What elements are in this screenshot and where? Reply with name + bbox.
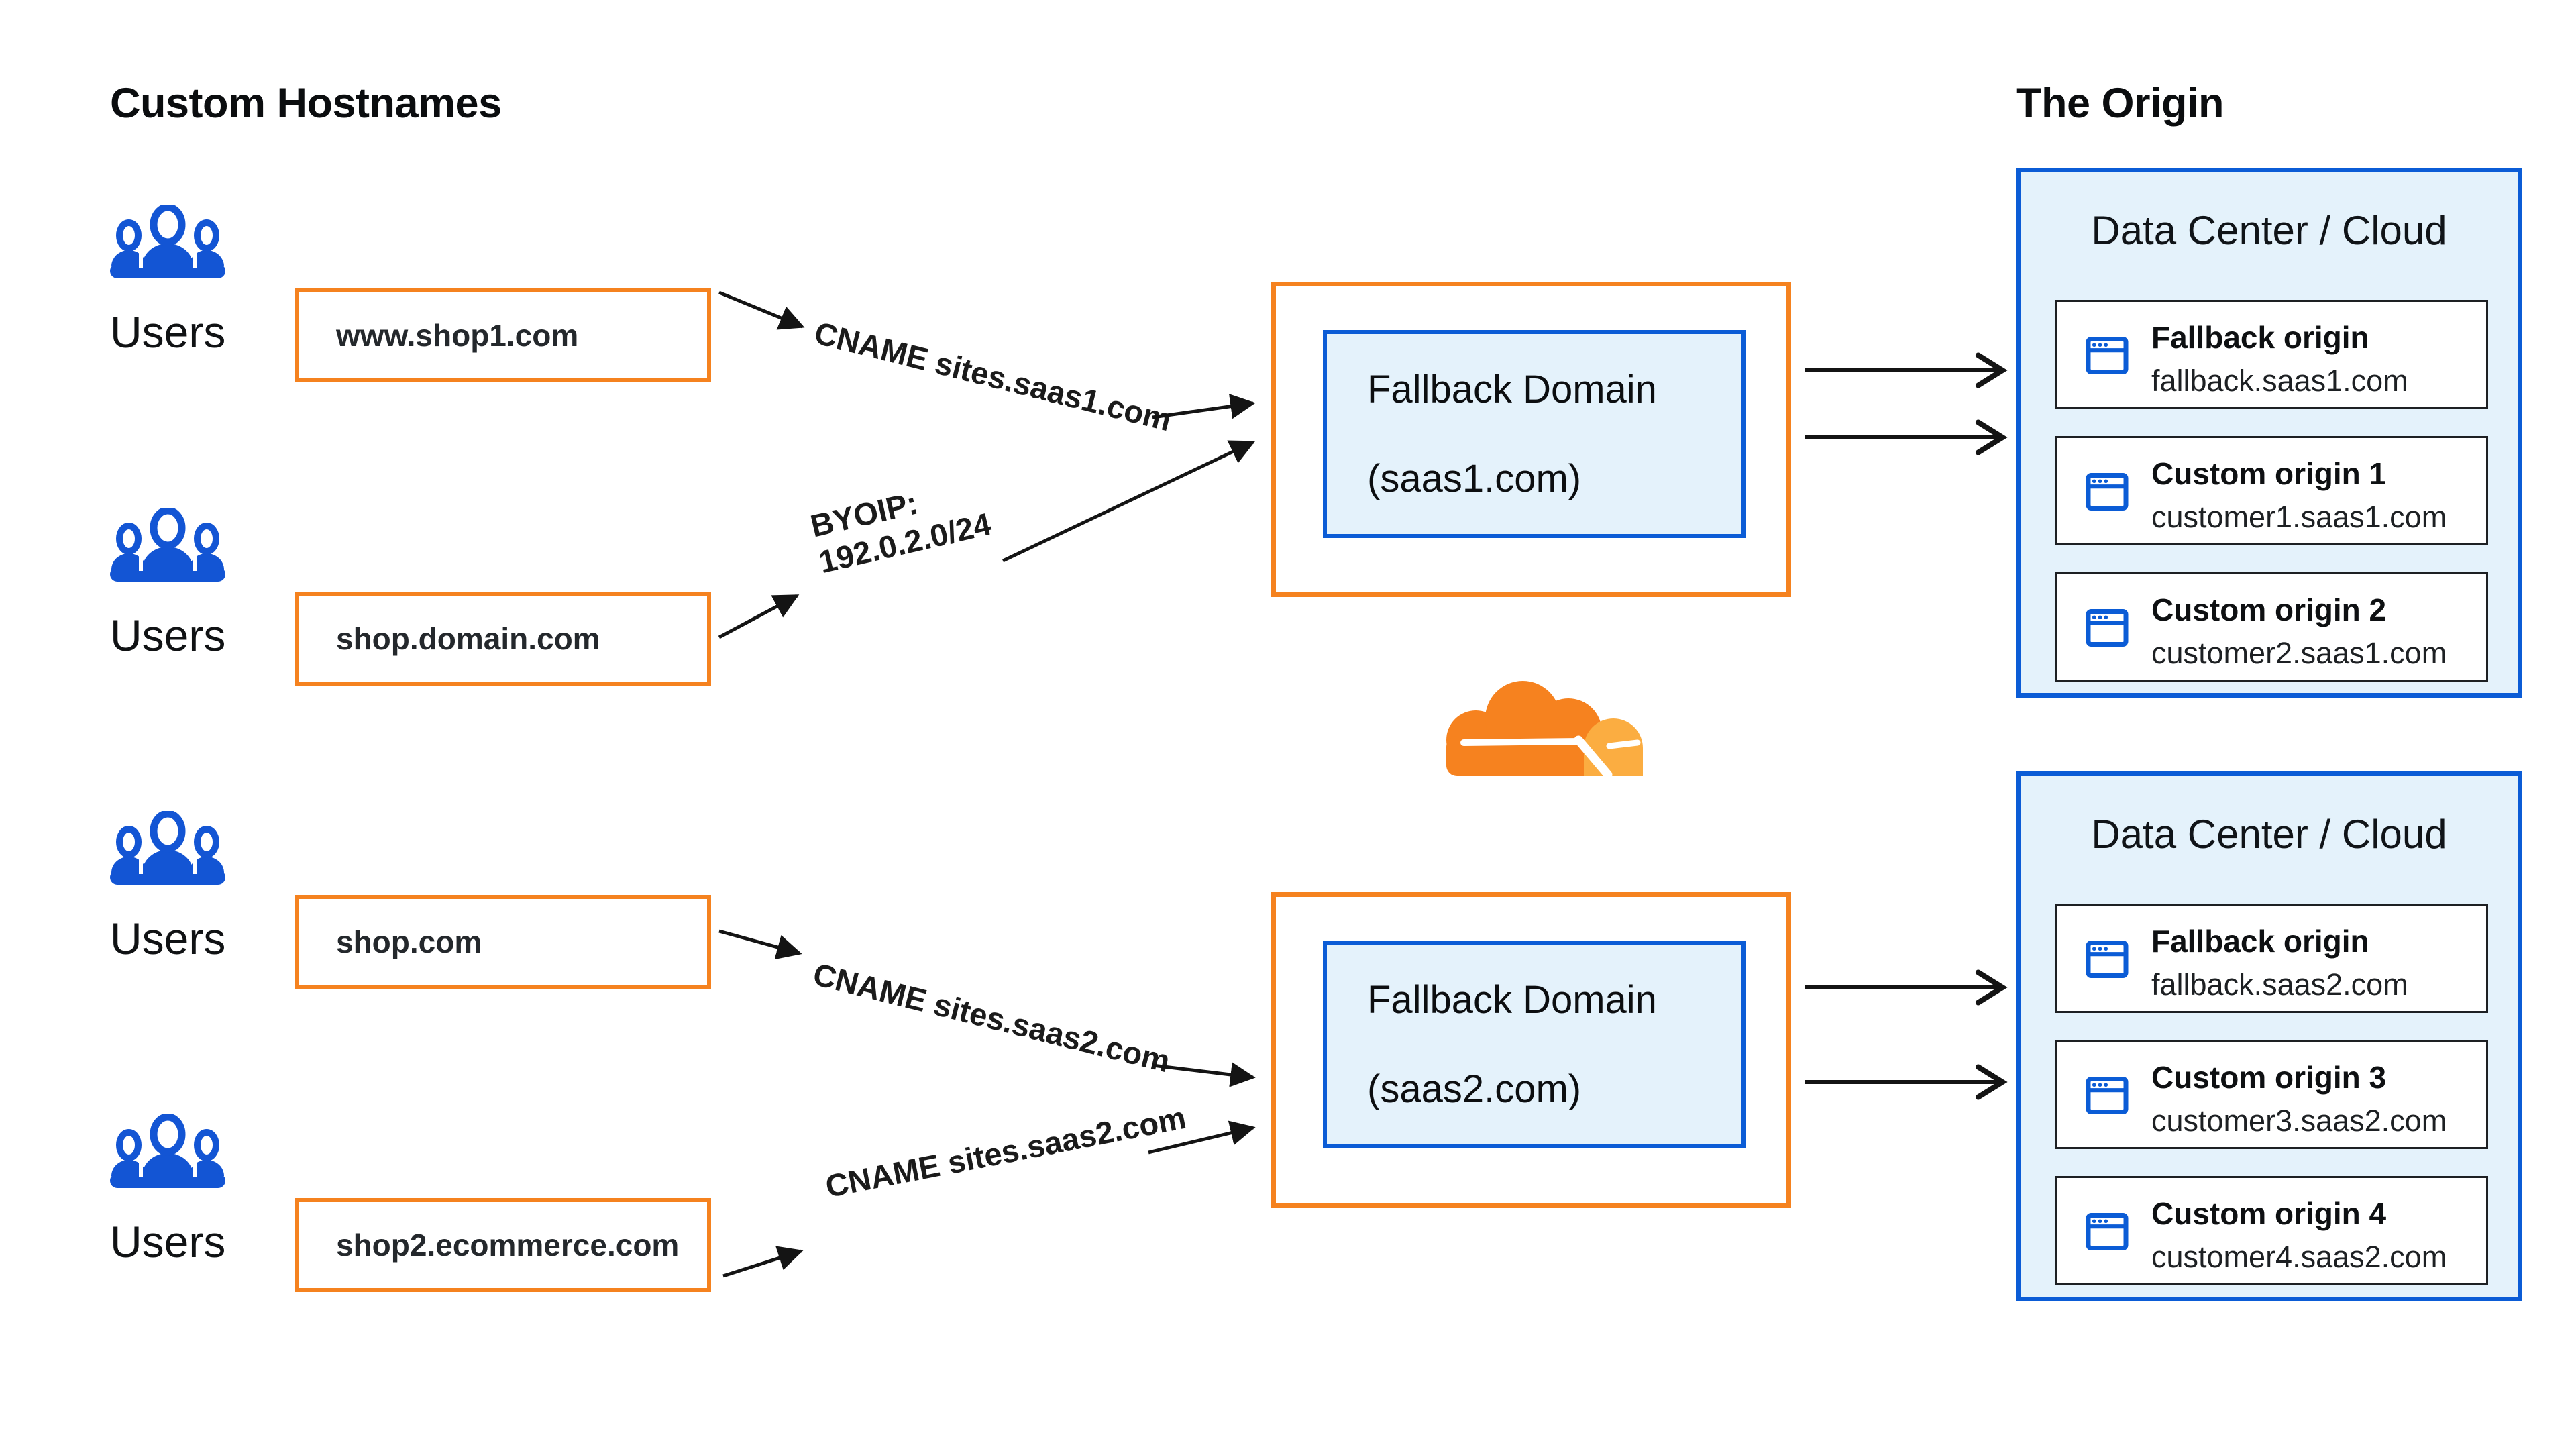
browser-window-icon (2086, 1213, 2129, 1250)
browser-window-icon (2086, 609, 2129, 647)
origin-row-fallback-saas1: Fallback origin fallback.saas1.com (2055, 300, 2488, 409)
browser-window-icon (2086, 337, 2129, 374)
fallback-domain-zone: (saas1.com) (1367, 457, 1582, 500)
users-label: Users (110, 914, 226, 963)
origin-host: fallback.saas1.com (2151, 364, 2408, 398)
cname-saas1-label: CNAME sites.saas1.com (810, 314, 1175, 438)
cname-saas2-label-lower: CNAME sites.saas2.com (822, 1099, 1189, 1205)
browser-window-icon (2086, 473, 2129, 511)
fallback-domain-inner-saas1: Fallback Domain (saas1.com) (1323, 330, 1746, 538)
users-group-icon (107, 205, 228, 284)
byoip-label: BYOIP: 192.0.2.0/24 (807, 469, 995, 581)
origin-row-custom-origin-3: Custom origin 3 customer3.saas2.com (2055, 1040, 2488, 1149)
hostname-box-shop-com: shop.com (295, 895, 711, 989)
data-center-title: Data Center / Cloud (2091, 812, 2447, 857)
users-group-icon (107, 508, 228, 587)
origin-name: Custom origin 4 (2151, 1196, 2387, 1231)
origin-name: Fallback origin (2151, 320, 2369, 355)
origin-row-custom-origin-1: Custom origin 1 customer1.saas1.com (2055, 436, 2488, 545)
hostname-text: shop.domain.com (336, 621, 600, 656)
cname-saas2-label-upper: CNAME sites.saas2.com (809, 955, 1174, 1079)
fallback-domain-box-saas2: Fallback Domain (saas2.com) (1271, 892, 1791, 1208)
origin-row-custom-origin-4: Custom origin 4 customer4.saas2.com (2055, 1176, 2488, 1285)
origin-name: Custom origin 2 (2151, 592, 2387, 627)
cloudflare-logo (1409, 661, 1650, 785)
page-title-custom-hostnames: Custom Hostnames (110, 80, 502, 127)
origin-host: customer4.saas2.com (2151, 1240, 2447, 1274)
fallback-domain-title: Fallback Domain (1367, 368, 1657, 411)
origin-host: customer1.saas1.com (2151, 500, 2447, 534)
origin-name: Fallback origin (2151, 924, 2369, 959)
hostname-box-shop2-ecommerce: shop2.ecommerce.com (295, 1198, 711, 1292)
hostname-text: shop2.ecommerce.com (336, 1228, 680, 1263)
origin-row-custom-origin-2: Custom origin 2 customer2.saas1.com (2055, 572, 2488, 682)
users-label: Users (110, 610, 226, 660)
data-center-box-1: Data Center / Cloud Fallback origin fall… (2016, 168, 2522, 698)
fallback-domain-box-saas1: Fallback Domain (saas1.com) (1271, 282, 1791, 597)
hostname-box-shop1: www.shop1.com (295, 288, 711, 382)
origin-host: fallback.saas2.com (2151, 967, 2408, 1002)
origin-name: Custom origin 1 (2151, 456, 2387, 491)
browser-window-icon (2086, 941, 2129, 978)
data-center-box-2: Data Center / Cloud Fallback origin fall… (2016, 771, 2522, 1301)
origin-host: customer2.saas1.com (2151, 636, 2447, 670)
browser-window-icon (2086, 1077, 2129, 1114)
page-title-the-origin: The Origin (2016, 80, 2224, 127)
users-group-icon (107, 1114, 228, 1193)
users-label: Users (110, 307, 226, 357)
users-label: Users (110, 1217, 226, 1267)
origin-row-fallback-saas2: Fallback origin fallback.saas2.com (2055, 904, 2488, 1013)
hostname-text: shop.com (336, 924, 482, 959)
fallback-domain-inner-saas2: Fallback Domain (saas2.com) (1323, 941, 1746, 1148)
origin-host: customer3.saas2.com (2151, 1104, 2447, 1138)
hostname-text: www.shop1.com (336, 318, 579, 353)
fallback-domain-zone: (saas2.com) (1367, 1067, 1582, 1111)
data-center-title: Data Center / Cloud (2091, 208, 2447, 253)
hostname-box-shop-domain: shop.domain.com (295, 592, 711, 686)
users-group-icon (107, 811, 228, 890)
fallback-domain-title: Fallback Domain (1367, 978, 1657, 1022)
origin-name: Custom origin 3 (2151, 1060, 2387, 1095)
